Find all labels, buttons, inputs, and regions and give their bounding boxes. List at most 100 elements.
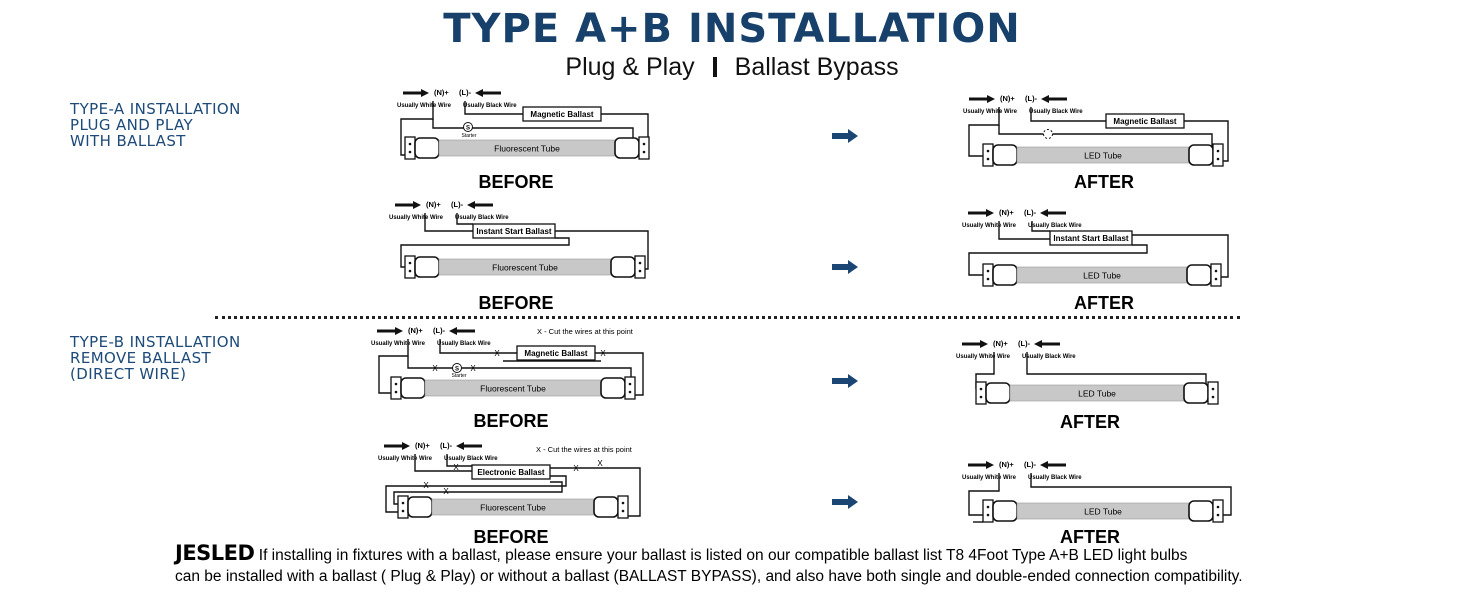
white-wire-label: Usually White Wire xyxy=(378,456,433,462)
tube-endcap-right xyxy=(1186,264,1212,286)
starter-label: Starter xyxy=(451,373,466,379)
subtitle-ballast-bypass: Ballast Bypass xyxy=(734,53,899,81)
pin xyxy=(1216,505,1220,509)
right-arrow-icon xyxy=(832,374,858,388)
cut-mark: X xyxy=(432,364,438,373)
wire xyxy=(432,119,634,145)
lamp-holder-left xyxy=(397,495,409,519)
white-wire-label: Usually White Wire xyxy=(956,354,1011,360)
type-a-section-label: TYPE-A INSTALLATION PLUG AND PLAY WITH B… xyxy=(70,101,241,149)
wire xyxy=(400,237,570,268)
live-arrow xyxy=(449,327,475,335)
pin xyxy=(1214,269,1218,273)
tube-endcap-right xyxy=(600,377,626,399)
wire xyxy=(1030,107,1106,122)
lamp-holder-right xyxy=(1207,381,1219,405)
wire xyxy=(968,473,1000,516)
pin xyxy=(986,277,990,281)
cut-mark: X xyxy=(423,481,429,490)
pin xyxy=(986,505,990,509)
wire xyxy=(1030,473,1232,516)
magnetic-ballast-label: Magnetic Ballast xyxy=(524,349,587,358)
caption-after-b1: AFTER xyxy=(1060,412,1120,432)
tube-endcap-left xyxy=(992,264,1018,286)
wire xyxy=(968,244,1148,276)
pin xyxy=(408,269,412,273)
neutral-label: (N)+ xyxy=(993,339,1008,348)
black-wire-label: Usually Black Wire xyxy=(455,215,509,221)
lamp-holder-right xyxy=(638,136,650,160)
pin xyxy=(986,157,990,161)
pin xyxy=(986,513,990,517)
cut-mark: X xyxy=(597,459,603,468)
wire xyxy=(424,213,473,232)
pin xyxy=(408,261,412,265)
footer-note: JESLED If installing in fixtures with a … xyxy=(175,543,1243,587)
pin xyxy=(408,142,412,146)
led-tube-label: LED Tube xyxy=(1084,507,1122,517)
right-arrow-icon xyxy=(832,129,858,143)
wire xyxy=(998,221,1050,240)
white-wire-label: Usually White Wire xyxy=(962,475,1017,481)
wire xyxy=(968,107,1000,157)
starter-label: Starter xyxy=(461,133,476,139)
live-label: (L)- xyxy=(459,88,472,97)
caption-after-a2: AFTER xyxy=(1074,293,1134,313)
live-label: (L)- xyxy=(1024,208,1037,217)
tube-endcap-left xyxy=(407,496,433,518)
pin xyxy=(1216,149,1220,153)
pin xyxy=(628,390,632,394)
live-label: (L)- xyxy=(1025,94,1038,103)
pin xyxy=(1216,157,1220,161)
black-wire-label: Usually Black Wire xyxy=(1028,475,1082,481)
fluorescent-tube-label: Fluorescent Tube xyxy=(494,144,560,154)
page-title: TYPE A+B INSTALLATION xyxy=(443,6,1021,52)
lamp-holder-left xyxy=(404,255,416,279)
pin xyxy=(401,509,405,513)
wire xyxy=(456,213,473,225)
neutral-arrow xyxy=(377,327,403,335)
wire xyxy=(550,467,641,517)
caption-after-b2: AFTER xyxy=(1060,527,1120,547)
pin xyxy=(638,261,642,265)
neutral-label: (N)+ xyxy=(415,441,430,450)
live-arrow xyxy=(1041,95,1067,103)
wire xyxy=(595,352,644,396)
live-label: (L)- xyxy=(1018,339,1031,348)
wire xyxy=(1026,352,1207,389)
black-wire-label: Usually Black Wire xyxy=(463,103,517,109)
neutral-arrow xyxy=(403,89,429,97)
black-wire-label: Usually Black Wire xyxy=(1028,223,1082,229)
tube-endcap-right xyxy=(1188,144,1214,166)
wire xyxy=(439,339,517,354)
tube-endcap-right xyxy=(593,496,619,518)
tube-endcap-left xyxy=(985,382,1011,404)
lamp-holder-left xyxy=(404,136,416,160)
pin xyxy=(1216,513,1220,517)
section-divider xyxy=(215,316,1240,319)
white-wire-label: Usually White Wire xyxy=(397,103,452,109)
neutral-label: (N)+ xyxy=(426,200,441,209)
live-arrow xyxy=(475,89,501,97)
pin xyxy=(986,269,990,273)
black-wire-label: Usually Black Wire xyxy=(1022,354,1076,360)
type-b-line-3: (DIRECT WIRE) xyxy=(70,365,187,383)
cut-mark: X xyxy=(573,464,579,473)
pin xyxy=(979,395,983,399)
neutral-arrow xyxy=(968,209,994,217)
tube-endcap-left xyxy=(414,137,440,159)
magnetic-ballast-label: Magnetic Ballast xyxy=(530,110,593,119)
footer-line-1: If installing in fixtures with a ballast… xyxy=(258,547,1188,564)
live-arrow xyxy=(467,201,493,209)
starter-symbol: S xyxy=(466,126,470,132)
pin xyxy=(642,150,646,154)
lamp-holder-left xyxy=(982,143,994,167)
wire xyxy=(400,101,434,145)
neutral-label: (N)+ xyxy=(999,460,1014,469)
instant-start-ballast-label: Instant Start Ballast xyxy=(1053,234,1128,243)
lamp-holder-right xyxy=(634,255,646,279)
